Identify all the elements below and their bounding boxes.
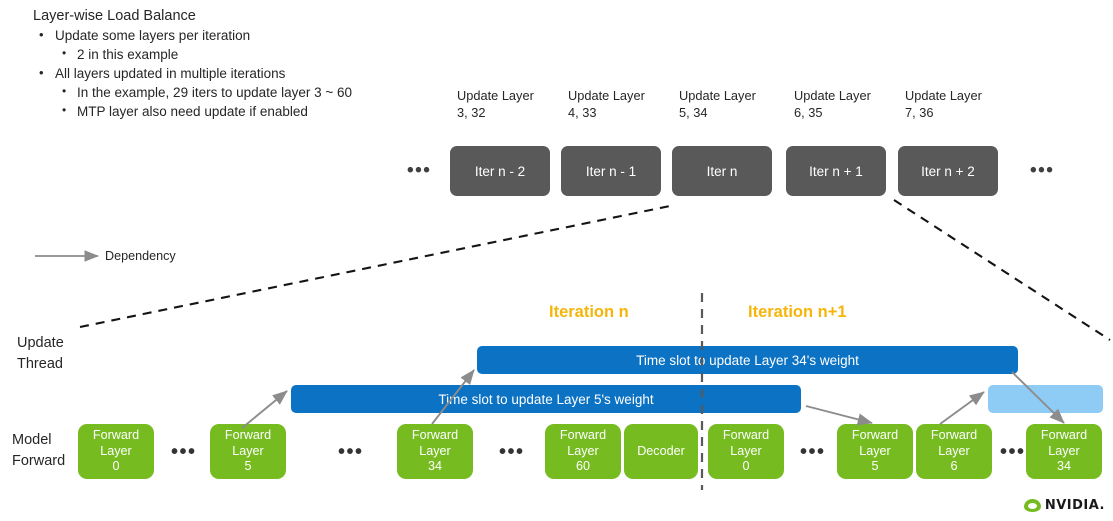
forward-box-line3: 6 [950,459,958,474]
iteration-box-n-plus-2[interactable]: Iter n + 2 [898,146,998,196]
arrow-fwd5-to-slot5 [241,390,288,429]
forward-box-line3: 34 [427,459,442,474]
update-layer-caption-2: Update Layer 5, 34 [679,87,783,121]
update-layer-caption-3: Update Layer 6, 35 [794,87,898,121]
iteration-box-label: Iter n - 2 [474,163,526,179]
update-thread-line2: Thread [17,356,63,372]
model-forward-line2: Forward [12,453,66,469]
update-thread-line1: Update [17,335,64,351]
forward-box-line3: 5 [871,459,879,474]
iteration-box-label: Iter n + 2 [921,163,975,179]
forward-layer-box-6-next[interactable]: Forward Layer 6 [916,424,992,479]
forward-box-line1: Forward [92,428,140,443]
model-forward-line1: Model [12,432,52,448]
caption-line2: 7, 36 [905,105,934,120]
forward-box-line2: Layer [1048,443,1080,458]
caption-line1: Update Layer [905,88,982,103]
iteration-header-n-plus-1: Iteration n+1 [748,303,847,321]
iteration-trailing-ellipsis: ••• [1030,160,1055,181]
forward-layer-box-60[interactable]: Forward Layer 60 [545,424,621,479]
notes-bullet-4: MTP layer also need update if enabled [33,101,453,121]
iteration-box-label: Iter n + 1 [809,163,863,179]
forward-box-line1: Forward [224,428,272,443]
update-layer-caption-4: Update Layer 7, 36 [905,87,1009,121]
time-slot-bar-layer-34[interactable]: Time slot to update Layer 34's weight [477,346,1018,374]
forward-box-line2: Layer [232,443,264,458]
time-slot-label: Time slot to update Layer 34's weight [636,352,859,368]
notes-bullet-2: All layers updated in multiple iteration… [33,63,453,83]
forward-ellipsis-2: ••• [499,441,525,463]
forward-box-line2: Layer [419,443,451,458]
forward-box-line1: Forward [930,428,978,443]
caption-line1: Update Layer [568,88,645,103]
forward-box-line2: Layer [567,443,599,458]
forward-box-line3: 60 [575,459,590,474]
forward-box-line2: Layer [859,443,891,458]
caption-line2: 4, 33 [568,105,597,120]
iteration-box-label: Iter n - 1 [585,163,637,179]
iteration-box-n-minus-2[interactable]: Iter n - 2 [450,146,550,196]
forward-ellipsis-3: ••• [800,441,826,463]
iteration-leading-ellipsis: ••• [407,160,432,181]
forward-box-line2: Layer [730,443,762,458]
nvidia-eye-icon [1023,499,1041,512]
forward-box-line2: Layer [100,443,132,458]
arrow-fwd6-to-pending-slot [939,391,985,425]
dependency-legend-label: Dependency [105,249,176,263]
forward-layer-box-34[interactable]: Forward Layer 34 [397,424,473,479]
caption-line2: 5, 34 [679,105,708,120]
forward-box-line1: Forward [851,428,899,443]
forward-ellipsis-4: ••• [1000,441,1026,463]
forward-box-line1: Forward [411,428,459,443]
update-layer-caption-0: Update Layer 3, 32 [457,87,561,121]
forward-box-line1: Forward [722,428,770,443]
iteration-box-n-minus-1[interactable]: Iter n - 1 [561,146,661,196]
notes-title: Layer-wise Load Balance [33,8,196,24]
time-slot-bar-pending[interactable] [988,385,1103,413]
forward-layer-box-5[interactable]: Forward Layer 5 [210,424,286,479]
iteration-box-n-plus-1[interactable]: Iter n + 1 [786,146,886,196]
iteration-box-label: Iter n [706,163,738,179]
forward-layer-box-0[interactable]: Forward Layer 0 [78,424,154,479]
notes-list: Update some layers per iteration 2 in th… [33,25,453,121]
notes-block: Layer-wise Load Balance Update some laye… [33,6,453,121]
caption-line2: 6, 35 [794,105,823,120]
forward-box-line3: 5 [244,459,252,474]
forward-box-line3: 0 [742,459,750,474]
forward-layer-box-0-next[interactable]: Forward Layer 0 [708,424,784,479]
forward-layer-box-5-next[interactable]: Forward Layer 5 [837,424,913,479]
notes-bullet-3: In the example, 29 iters to update layer… [33,82,453,102]
time-slot-bar-layer-5[interactable]: Time slot to update Layer 5's weight [291,385,801,413]
forward-layer-box-34-next[interactable]: Forward Layer 34 [1026,424,1102,479]
forward-box-line2: Layer [938,443,970,458]
dashed-guide-right [893,199,1111,341]
decoder-label: Decoder [637,443,685,458]
arrow-slot5-to-fwd5-next [805,405,873,426]
nvidia-wordmark: NVIDIA. [1044,498,1105,513]
caption-line1: Update Layer [457,88,534,103]
forward-box-line3: 0 [112,459,120,474]
decoder-box[interactable]: Decoder [624,424,698,479]
iteration-header-n: Iteration n [549,303,629,321]
notes-bullet-0: Update some layers per iteration [33,25,453,45]
caption-line2: 3, 32 [457,105,486,120]
time-slot-label: Time slot to update Layer 5's weight [438,391,654,407]
update-thread-row-label: Update Thread [17,333,64,375]
caption-line1: Update Layer [679,88,756,103]
forward-box-line1: Forward [559,428,607,443]
caption-line1: Update Layer [794,88,871,103]
forward-box-line3: 34 [1056,459,1071,474]
update-layer-caption-1: Update Layer 4, 33 [568,87,672,121]
iteration-box-n[interactable]: Iter n [672,146,772,196]
model-forward-row-label: Model Forward [12,430,65,472]
forward-ellipsis-1: ••• [338,441,364,463]
notes-bullet-1: 2 in this example [33,44,453,64]
nvidia-logo: NVIDIA. [1023,498,1105,513]
forward-box-line1: Forward [1040,428,1088,443]
forward-ellipsis-0: ••• [171,441,197,463]
